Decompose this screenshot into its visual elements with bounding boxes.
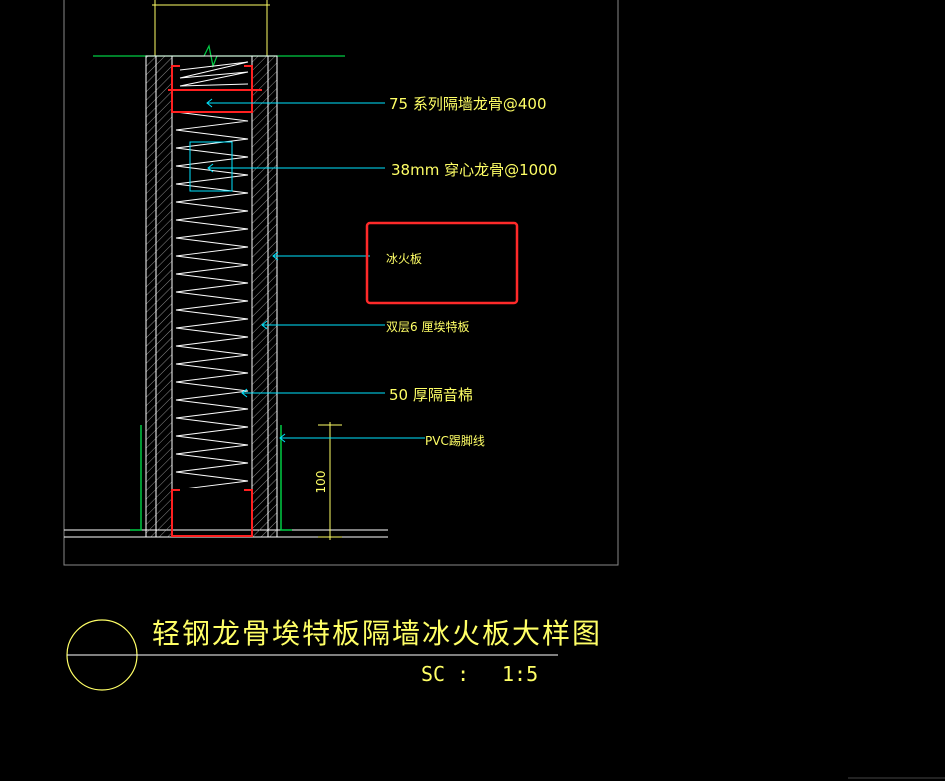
scale-prefix: SC : xyxy=(421,662,469,686)
label-stud: 75 系列隔墙龙骨@400 xyxy=(389,95,547,113)
leaders xyxy=(206,98,425,443)
label-fireboard: 冰火板 xyxy=(386,252,422,266)
steel-stud-top xyxy=(168,65,262,113)
skirting-left xyxy=(130,425,142,531)
insulation-zigzag xyxy=(175,111,249,488)
left-board-inner xyxy=(155,55,173,538)
label-skirting: PVC踢脚线 xyxy=(425,433,485,448)
label-insulation: 50 厚隔音棉 xyxy=(389,386,473,404)
insulation-top xyxy=(179,61,249,87)
label-channel: 38mm 穿心龙骨@1000 xyxy=(391,161,557,179)
through-channel xyxy=(189,141,233,192)
label-eterboard: 双层6 厘埃特板 xyxy=(386,319,469,334)
skirting-right xyxy=(280,425,292,531)
left-board-outer xyxy=(145,55,157,538)
drawing-title: 轻钢龙骨埃特板隔墙冰火板大样图 xyxy=(152,617,602,650)
right-board-inner xyxy=(251,55,269,538)
scale-value: 1:5 xyxy=(502,662,538,686)
drawing-frame xyxy=(63,0,619,566)
dim-100-label: 100 xyxy=(314,471,328,494)
right-board-outer xyxy=(267,55,278,538)
highlight-box xyxy=(365,221,519,305)
steel-stud-bottom xyxy=(171,489,253,537)
